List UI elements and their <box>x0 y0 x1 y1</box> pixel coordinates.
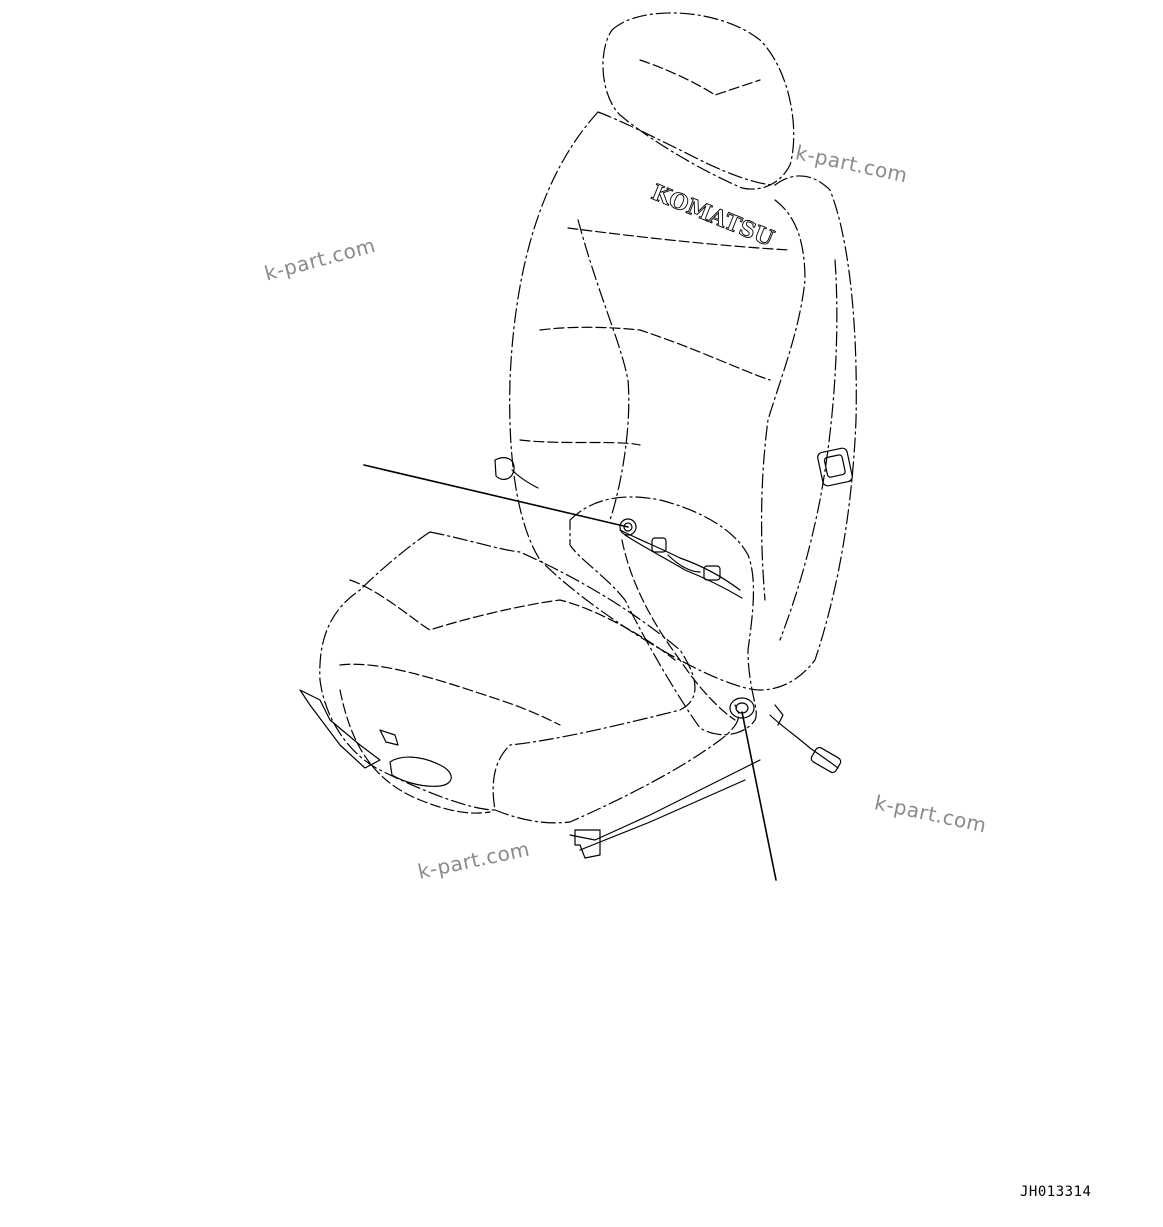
seat-base-rail-left <box>299 689 381 769</box>
seat-brand-label: KOMATSU <box>648 179 778 252</box>
seat-lower-edge <box>339 689 491 814</box>
leader-line-lower <box>741 711 777 881</box>
left-belt-anchor <box>494 457 515 480</box>
seat-cushion-seam <box>349 579 676 661</box>
backrest-center-panel-right <box>760 199 806 601</box>
wiring-harness <box>619 529 741 591</box>
armrest-inner-edge <box>621 539 736 721</box>
backrest-side-bolster <box>779 259 838 641</box>
slide-lever <box>389 756 452 787</box>
backrest-outline <box>509 111 857 691</box>
seat-cushion-outline <box>319 531 696 811</box>
headrest-outline <box>602 12 795 190</box>
backrest-seam-low <box>519 439 641 446</box>
seat-base-rail-front <box>574 829 601 859</box>
seat-cushion-seam-2 <box>339 663 561 726</box>
headrest-fold <box>639 59 761 96</box>
seat-front-roll <box>494 704 740 824</box>
armrest-outline <box>569 496 757 736</box>
drawing-code: JH013314 <box>1020 1184 1092 1200</box>
armrest-switch <box>729 697 755 719</box>
leader-line-upper <box>363 464 629 528</box>
backrest-seam-mid <box>539 326 771 381</box>
rear-connector <box>769 714 839 769</box>
recline-lever <box>817 447 853 487</box>
backrest-seam-top <box>567 227 791 251</box>
backrest-center-panel <box>577 219 630 521</box>
